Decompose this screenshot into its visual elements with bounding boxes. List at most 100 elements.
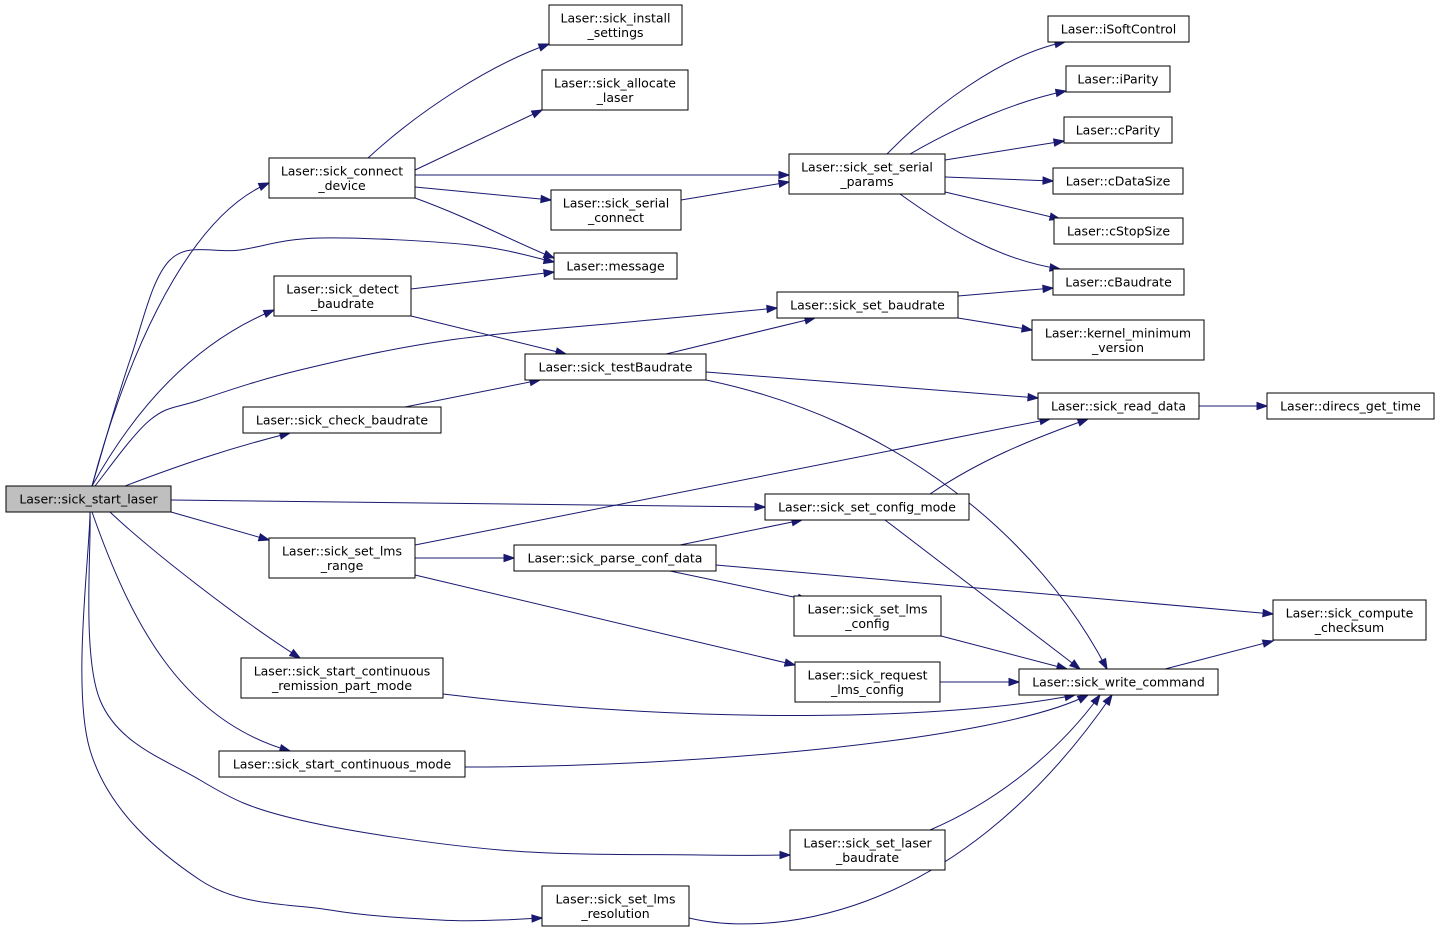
node-label: Laser::direcs_get_time <box>1280 399 1421 414</box>
node-compute-checksum[interactable]: Laser::sick_compute_checksum <box>1272 599 1427 641</box>
node-set-lms-config[interactable]: Laser::sick_set_lms_config <box>793 595 942 637</box>
node-label: Laser::sick_start_continuous <box>254 663 431 678</box>
node-label: _connect <box>587 210 644 225</box>
node-label: Laser::cBaudrate <box>1065 275 1172 290</box>
node-set-baudrate[interactable]: Laser::sick_set_baudrate <box>776 291 959 319</box>
edge-set_lms_resolution-to-write_command <box>688 693 1113 925</box>
node-start-laser[interactable]: Laser::sick_start_laser <box>5 485 172 513</box>
node-label: Laser::sick_start_continuous_mode <box>233 757 452 772</box>
node-label: Laser::sick_start_laser <box>19 492 158 507</box>
node-set-config-mode[interactable]: Laser::sick_set_config_mode <box>764 493 970 521</box>
node-label: _remission_part_mode <box>271 678 412 693</box>
node-read-data[interactable]: Laser::sick_read_data <box>1037 392 1200 420</box>
edge-start_laser-to-set_lms_resolution <box>81 511 544 923</box>
node-message[interactable]: Laser::message <box>553 252 678 280</box>
edge-set_serial_params-to-iParity <box>909 88 1068 155</box>
edge-parse_conf_data-to-compute_checksum <box>715 564 1275 618</box>
edge-request_lms_config-to-write_command <box>940 677 1021 687</box>
node-iSoftControl[interactable]: Laser::iSoftControl <box>1047 15 1190 43</box>
edge-set_baudrate-to-kernel_minimum_version <box>957 317 1034 333</box>
edge-start_cont_remission-to-write_command <box>442 692 1077 716</box>
node-write-command[interactable]: Laser::sick_write_command <box>1018 668 1219 696</box>
node-label: Laser::sick_set_serial <box>801 159 933 174</box>
node-label: Laser::sick_connect <box>281 163 403 178</box>
node-label: Laser::sick_testBaudrate <box>538 360 692 375</box>
node-label: _laser <box>596 90 635 105</box>
node-direcs-get-time[interactable]: Laser::direcs_get_time <box>1266 392 1435 420</box>
node-label: Laser::sick_set_lms <box>555 891 675 906</box>
node-label: Laser::sick_set_baudrate <box>790 298 945 313</box>
node-testBaudrate[interactable]: Laser::sick_testBaudrate <box>524 353 707 381</box>
edge-detect_baudrate-to-message <box>410 268 556 290</box>
node-serial-connect[interactable]: Laser::sick_serial_connect <box>550 189 682 231</box>
nodes-layer: Laser::sick_start_laser Laser::sick_conne… <box>5 4 1435 927</box>
node-start-cont-remission[interactable]: Laser::sick_start_continuous_remission_p… <box>240 657 444 699</box>
edge-write_command-to-compute_checksum <box>1164 639 1275 670</box>
node-label: Laser::sick_detect <box>286 281 399 296</box>
edge-parse_conf_data-to-set_lms_config <box>669 570 810 603</box>
node-set-serial-params[interactable]: Laser::sick_set_serial_params <box>788 153 946 195</box>
node-label: Laser::cStopSize <box>1067 224 1170 239</box>
node-request-lms-config[interactable]: Laser::sick_request_lms_config <box>794 661 941 703</box>
edge-connect_device-to-serial_connect <box>414 186 553 204</box>
edge-connect_device-to-set_serial_params <box>415 170 791 180</box>
edge-set_serial_params-to-cParity <box>944 138 1066 161</box>
node-allocate-laser[interactable]: Laser::sick_allocate_laser <box>541 69 689 111</box>
node-set-lms-resolution[interactable]: Laser::sick_set_lms_resolution <box>541 885 690 927</box>
node-label: Laser::sick_serial <box>563 195 669 210</box>
edge-check_baudrate-to-testBaudrate <box>404 377 542 408</box>
node-label: Laser::cParity <box>1076 123 1161 138</box>
edge-start_laser-to-set_config_mode <box>170 499 767 512</box>
edge-testBaudrate-to-set_baudrate <box>665 316 817 355</box>
node-cParity[interactable]: Laser::cParity <box>1063 116 1173 144</box>
node-label: _device <box>317 178 366 193</box>
node-set-laser-baudrate[interactable]: Laser::sick_set_laser_baudrate <box>789 829 946 871</box>
node-connect-device[interactable]: Laser::sick_connect_device <box>268 157 416 199</box>
node-label: Laser::sick_set_lms <box>807 601 927 616</box>
node-label: _range <box>320 558 364 573</box>
node-label: Laser::sick_check_baudrate <box>256 413 429 428</box>
edge-parse_conf_data-to-set_config_mode <box>679 517 804 546</box>
edge-set_serial_params-to-cStopSize <box>944 191 1062 221</box>
node-kernel-minimum-version[interactable]: Laser::kernel_minimum_version <box>1031 319 1205 361</box>
edge-start_laser-to-detect_baudrate <box>91 309 276 487</box>
edge-set_baudrate-to-cBaudrate <box>957 284 1055 297</box>
node-label: _lms_config <box>830 682 904 697</box>
node-start-cont-mode[interactable]: Laser::sick_start_continuous_mode <box>218 750 466 778</box>
edge-set_serial_params-to-iSoftControl <box>886 39 1067 155</box>
edge-serial_connect-to-set_serial_params <box>680 179 791 201</box>
node-label: Laser::sick_set_config_mode <box>778 500 956 515</box>
node-iParity[interactable]: Laser::iParity <box>1065 65 1171 93</box>
edge-connect_device-to-message <box>414 197 556 259</box>
node-label: _baudrate <box>310 296 374 311</box>
edge-start_laser-to-start_cont_remission <box>109 511 302 659</box>
edge-set_config_mode-to-write_command <box>884 519 1082 670</box>
edge-set_serial_params-to-cBaudrate <box>899 193 1062 272</box>
edge-start_laser-to-set_baudrate <box>94 304 779 487</box>
node-label: Laser::kernel_minimum <box>1045 325 1191 340</box>
edge-testBaudrate-to-write_command <box>705 379 1108 671</box>
node-label: Laser::iSoftControl <box>1061 22 1177 37</box>
edge-start_laser-to-message <box>91 237 556 487</box>
edge-set_lms_range-to-read_data <box>414 416 1052 546</box>
node-label: Laser::sick_read_data <box>1051 399 1186 414</box>
node-label: _config <box>844 616 890 631</box>
edge-start_laser-to-set_laser_baudrate <box>88 511 792 860</box>
node-label: Laser::cDataSize <box>1066 174 1171 189</box>
node-parse-conf-data[interactable]: Laser::sick_parse_conf_data <box>513 544 717 572</box>
node-set-lms-range[interactable]: Laser::sick_set_lms_range <box>268 537 416 579</box>
node-label: Laser::sick_set_laser <box>803 835 932 850</box>
node-detect-baudrate[interactable]: Laser::sick_detect_baudrate <box>273 275 412 317</box>
edge-set_lms_range-to-parse_conf_data <box>415 553 516 563</box>
node-label: Laser::message <box>566 259 665 274</box>
node-cStopSize[interactable]: Laser::cStopSize <box>1053 217 1184 245</box>
node-cBaudrate[interactable]: Laser::cBaudrate <box>1052 268 1185 296</box>
edge-read_data-to-direcs_get_time <box>1199 401 1269 411</box>
node-install-settings[interactable]: Laser::sick_install_settings <box>548 4 683 46</box>
node-check-baudrate[interactable]: Laser::sick_check_baudrate <box>242 406 442 434</box>
node-label: Laser::sick_allocate <box>554 75 676 90</box>
node-label: Laser::sick_request <box>807 667 927 682</box>
node-cDataSize[interactable]: Laser::cDataSize <box>1052 167 1184 195</box>
edge-connect_device-to-allocate_laser <box>414 109 544 171</box>
